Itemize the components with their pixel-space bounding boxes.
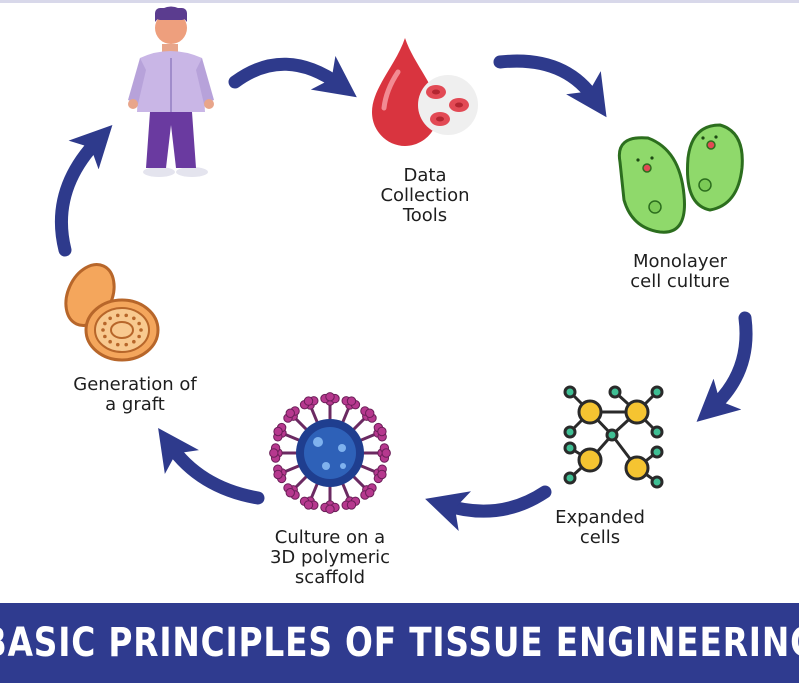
label-scaffold: Culture on a 3D polymeric scaffold xyxy=(269,527,391,588)
arrow-graft-to-patient xyxy=(54,124,113,257)
arrow-expanded-to-scaffold xyxy=(425,485,552,532)
label-monolayer: Monolayer cell culture xyxy=(630,251,730,292)
top-border xyxy=(0,0,799,3)
cell-network-icon xyxy=(563,385,664,489)
blood-drop-cells-icon xyxy=(372,38,478,146)
label-graft: Generation of a graft xyxy=(73,374,197,415)
label-expanded: Expanded cells xyxy=(555,507,645,548)
arrow-cells-to-expanded xyxy=(696,311,753,422)
title-banner: BASIC PRINCIPLES OF TISSUE ENGINEERING xyxy=(0,603,799,683)
green-cells-icon xyxy=(617,123,744,234)
arrow-patient-to-blood xyxy=(228,55,357,98)
arrow-scaffold-to-graft xyxy=(158,427,265,505)
petri-dish-icon xyxy=(64,263,160,362)
label-data-collection: Data Collection Tools xyxy=(380,165,470,226)
scaffold-virus-icon xyxy=(269,392,391,514)
banner-title: BASIC PRINCIPLES OF TISSUE ENGINEERING xyxy=(0,620,799,666)
patient-figure-icon xyxy=(128,6,214,177)
cycle-diagram xyxy=(54,6,753,532)
arrow-blood-to-cells xyxy=(493,54,607,118)
